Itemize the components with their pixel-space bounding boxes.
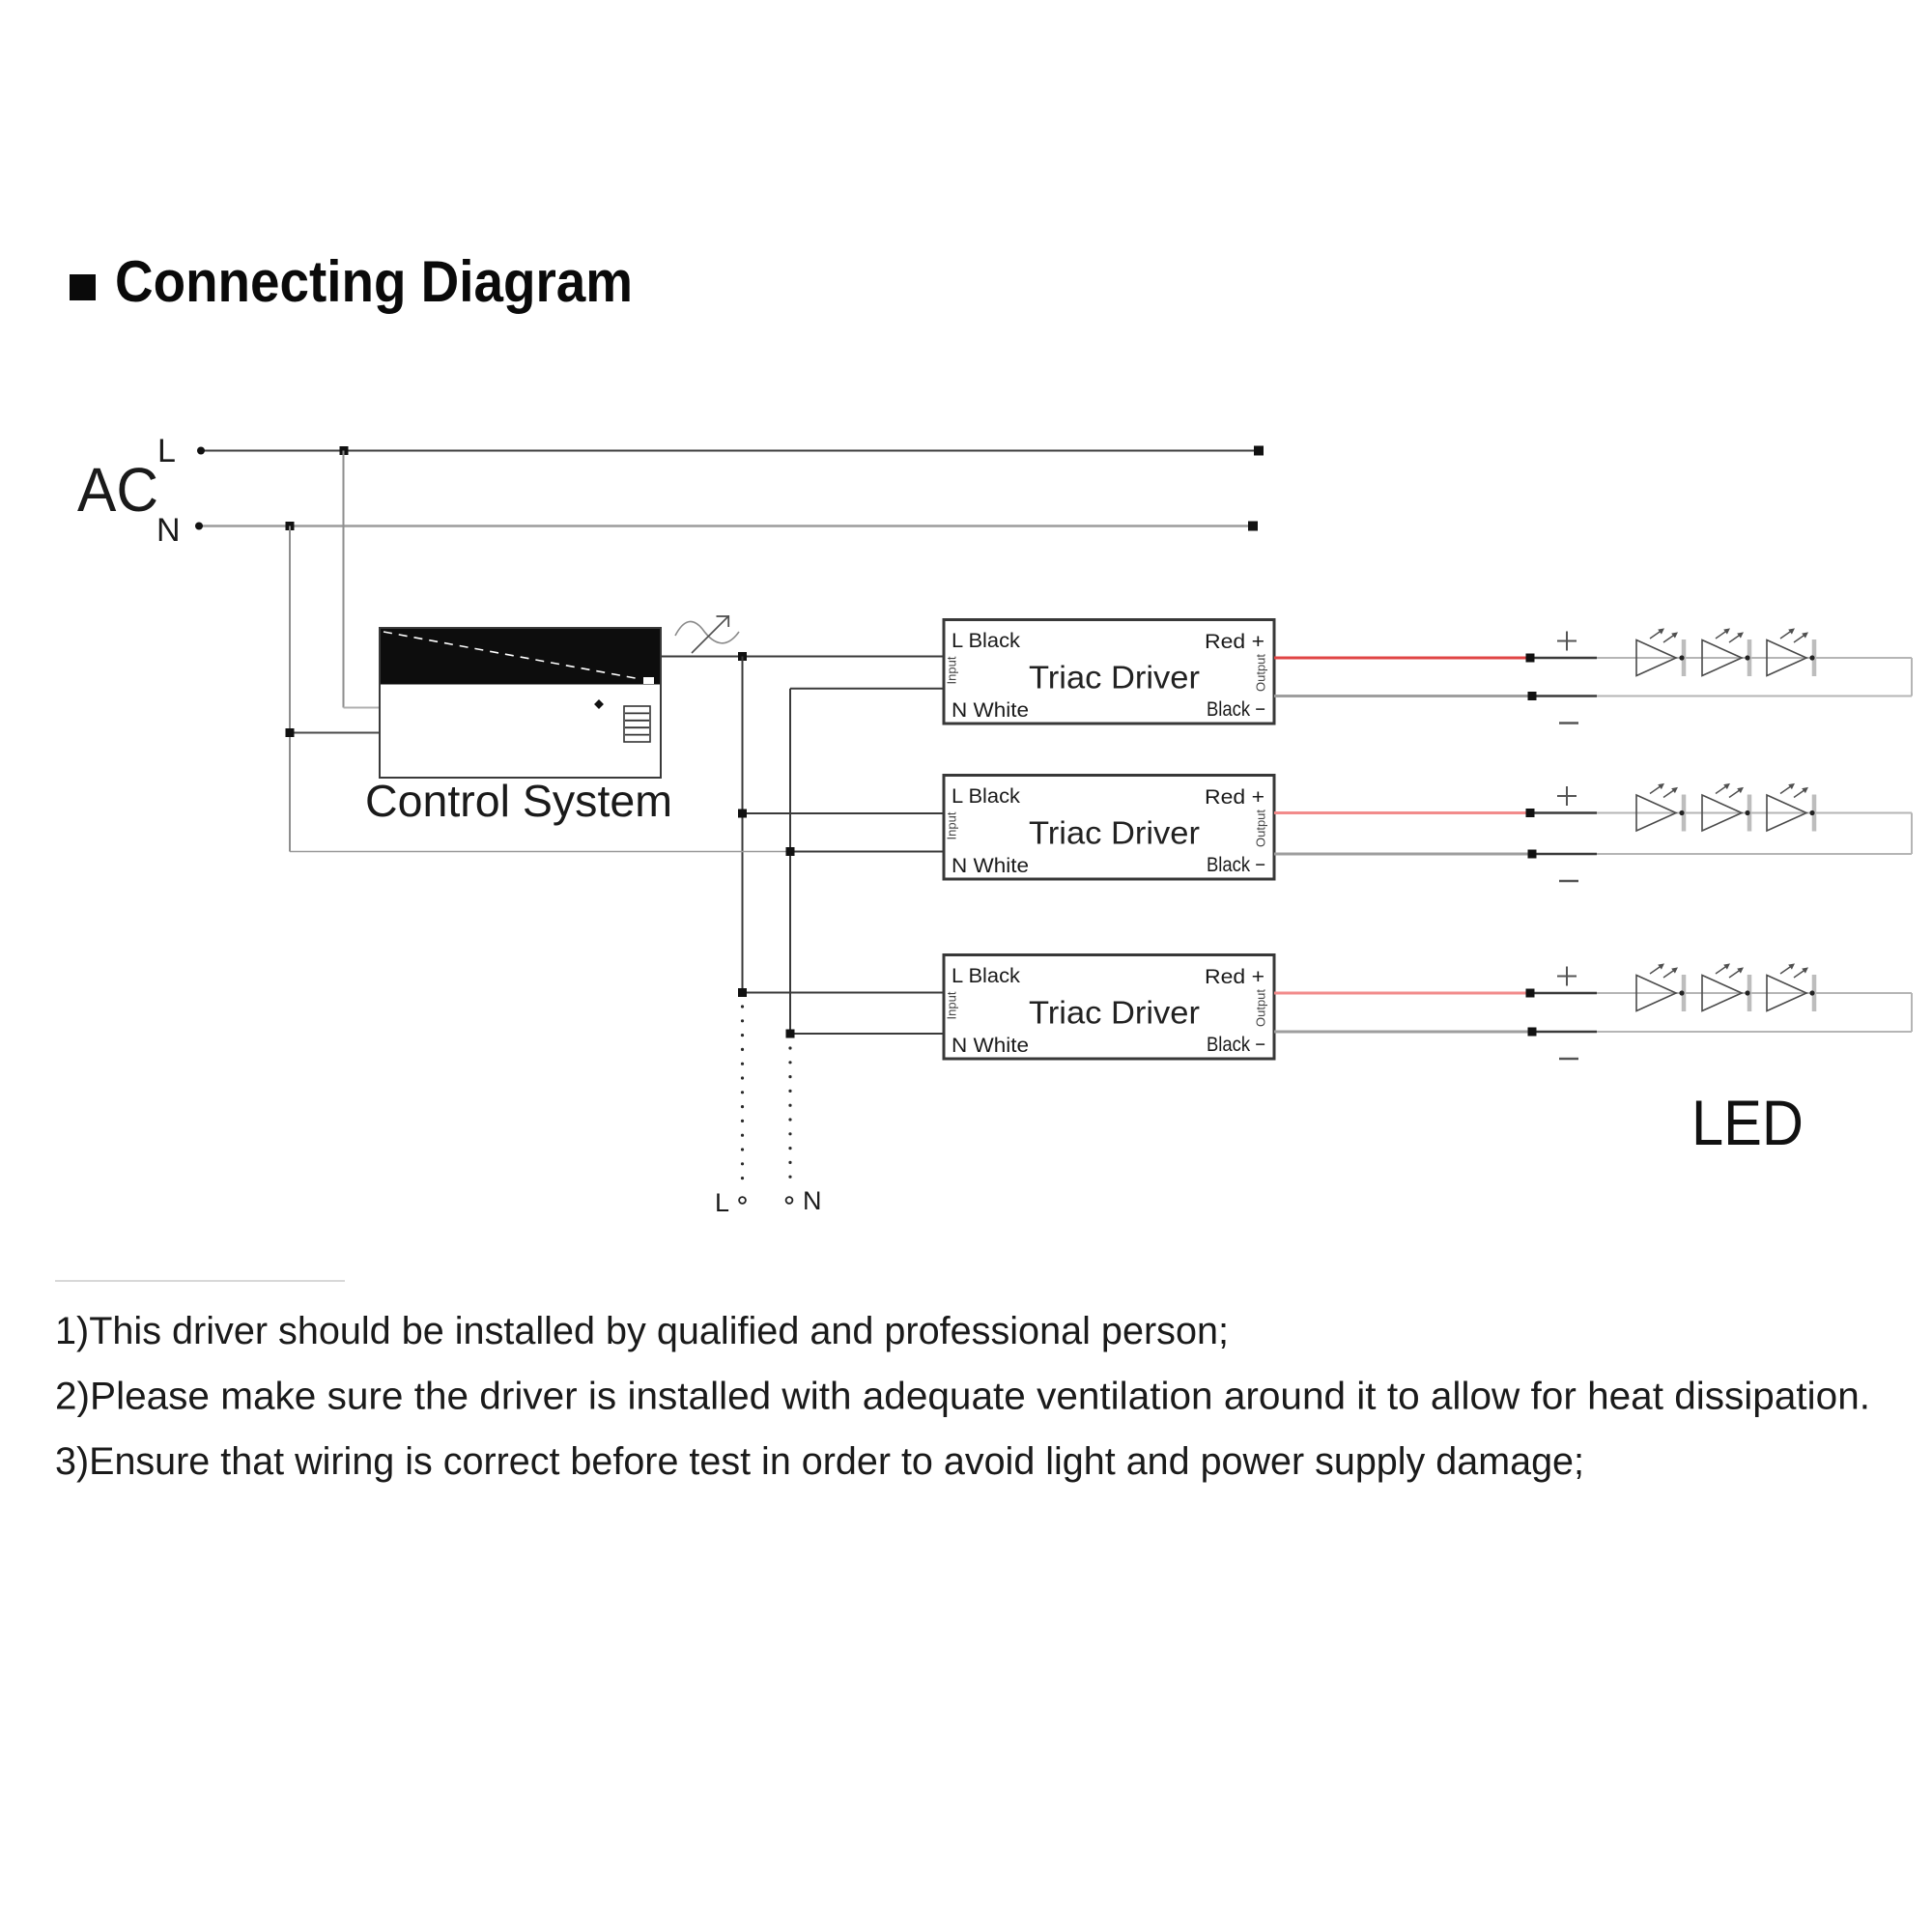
- svg-text:L Black: L Black: [952, 785, 1021, 808]
- svg-text:AC: AC: [77, 455, 158, 525]
- svg-text:Triac Driver: Triac Driver: [1029, 660, 1200, 696]
- svg-text:L: L: [715, 1188, 729, 1217]
- svg-text:Output: Output: [1254, 810, 1268, 847]
- svg-text:N: N: [156, 512, 181, 549]
- svg-text:Control System: Control System: [365, 776, 672, 826]
- svg-text:Red +: Red +: [1205, 631, 1264, 653]
- svg-text:Output: Output: [1254, 654, 1268, 692]
- svg-text:Triac Driver: Triac Driver: [1029, 995, 1200, 1031]
- svg-text:Red +: Red +: [1205, 966, 1264, 988]
- svg-text:2)Please make sure the driver: 2)Please make sure the driver is install…: [55, 1376, 1870, 1418]
- svg-text:LED: LED: [1691, 1087, 1804, 1158]
- svg-text:Triac Driver: Triac Driver: [1029, 815, 1200, 851]
- svg-text:L Black: L Black: [952, 965, 1021, 987]
- svg-text:3)Ensure that wiring is correc: 3)Ensure that wiring is correct before t…: [55, 1440, 1584, 1483]
- svg-text:Black −: Black −: [1207, 854, 1265, 876]
- svg-text:Input: Input: [945, 811, 959, 839]
- svg-text:Red +: Red +: [1205, 786, 1264, 809]
- svg-text:1)This driver should be instal: 1)This driver should be installed by qua…: [55, 1310, 1229, 1352]
- svg-text:Black −: Black −: [1207, 1034, 1265, 1056]
- svg-text:N White: N White: [952, 855, 1029, 877]
- svg-text:N: N: [803, 1186, 822, 1215]
- svg-text:Output: Output: [1254, 989, 1268, 1027]
- svg-text:N White: N White: [952, 699, 1029, 722]
- svg-text:Connecting Diagram: Connecting Diagram: [115, 249, 633, 314]
- svg-text:N White: N White: [952, 1035, 1029, 1057]
- svg-text:L: L: [157, 433, 176, 469]
- svg-text:Input: Input: [945, 656, 959, 684]
- svg-text:L Black: L Black: [952, 630, 1021, 652]
- svg-text:Black −: Black −: [1207, 698, 1265, 721]
- svg-text:Input: Input: [945, 991, 959, 1019]
